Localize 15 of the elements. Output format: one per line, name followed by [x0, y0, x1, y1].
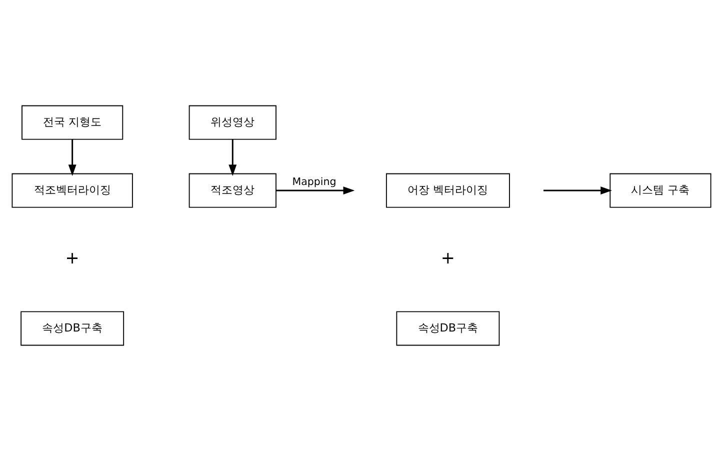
label: +	[65, 247, 80, 268]
node-box: 시스템 구축	[610, 172, 712, 208]
edge-label: Mapping	[292, 175, 336, 188]
arrow	[276, 186, 355, 194]
arrow	[228, 138, 237, 176]
node-box: 위성영상	[188, 104, 276, 140]
node-box: 어장 벡터라이징	[386, 172, 510, 208]
node-box: 적조벡터라이징	[12, 172, 133, 208]
node-box: 전국 지형도	[22, 104, 124, 140]
arrow	[543, 186, 612, 194]
node-box: 적조영상	[188, 172, 276, 208]
node-box: 속성DB구축	[396, 310, 500, 346]
label: +	[440, 247, 455, 268]
arrow	[68, 138, 76, 176]
node-box: 속성DB구축	[20, 310, 124, 346]
